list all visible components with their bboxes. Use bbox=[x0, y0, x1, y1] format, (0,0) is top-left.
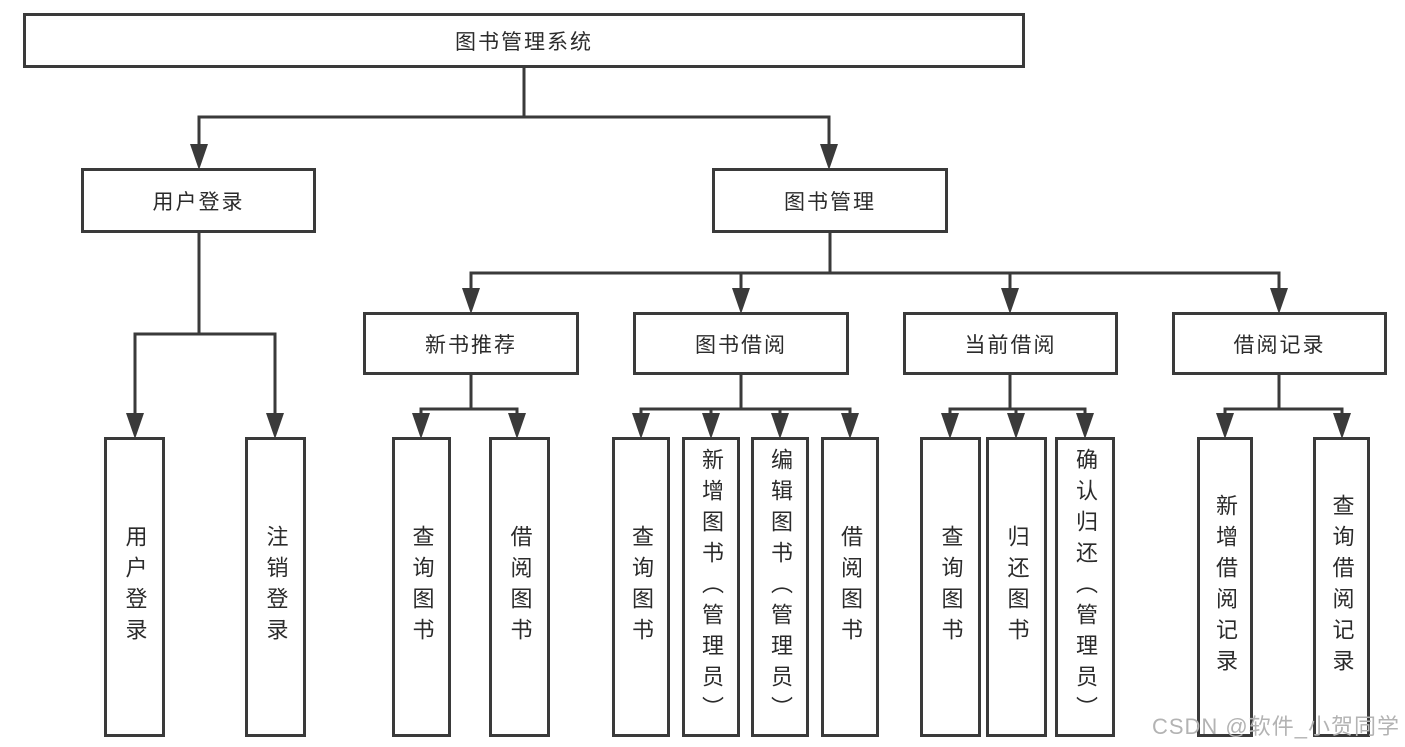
leaf-logout: 注销登录 bbox=[245, 437, 306, 737]
node-label: 新增借阅记录 bbox=[1213, 494, 1238, 680]
leaf-edit-books-admin: 编辑图书（管理员） bbox=[751, 437, 809, 737]
node-label: 归还图书 bbox=[1004, 525, 1030, 649]
arrowhead-icon bbox=[126, 413, 144, 439]
leaf-confirm-return-admin: 确认归还（管理员） bbox=[1055, 437, 1115, 737]
arrowhead-icon bbox=[841, 413, 859, 439]
arrowhead-icon bbox=[508, 413, 526, 439]
leaf-borrow-books-recommend: 借阅图书 bbox=[489, 437, 550, 737]
arrowhead-icon bbox=[1076, 413, 1094, 439]
node-label: 查询图书 bbox=[629, 525, 654, 649]
arrowhead-icon bbox=[732, 288, 750, 314]
leaf-add-books-admin: 新增图书（管理员） bbox=[682, 437, 740, 737]
leaf-return-books: 归还图书 bbox=[986, 437, 1047, 737]
arrowhead-icon bbox=[1333, 413, 1351, 439]
node-label: 确认归还（管理员） bbox=[1073, 447, 1098, 727]
arrowhead-icon bbox=[1007, 413, 1025, 439]
node-label: 借阅记录 bbox=[1233, 333, 1326, 357]
leaf-query-books-recommend: 查询图书 bbox=[392, 437, 451, 737]
node-borrow-records: 借阅记录 bbox=[1172, 312, 1387, 375]
edge-root-to-level2 bbox=[190, 68, 838, 170]
node-label: 图书借阅 bbox=[695, 333, 787, 357]
node-user-login: 用户登录 bbox=[81, 168, 316, 233]
edge-current-borrow-children bbox=[941, 375, 1094, 439]
arrowhead-icon bbox=[820, 144, 838, 170]
edge-book-mgmt-to-level3 bbox=[462, 233, 1288, 314]
csdn-watermark: CSDN @软件_小贺同学 bbox=[1151, 714, 1400, 739]
node-label: 编辑图书（管理员） bbox=[768, 447, 793, 727]
leaf-borrow-books: 借阅图书 bbox=[821, 437, 879, 737]
leaf-query-books-borrow: 查询图书 bbox=[612, 437, 670, 737]
node-label: 用户登录 bbox=[152, 190, 245, 214]
arrowhead-icon bbox=[941, 413, 959, 439]
arrowhead-icon bbox=[1001, 288, 1019, 314]
edge-borrow-record-children bbox=[1216, 375, 1351, 439]
edge-user-login-children bbox=[126, 233, 284, 439]
node-label: 用户登录 bbox=[122, 525, 148, 649]
node-label: 查询借阅记录 bbox=[1329, 494, 1355, 680]
leaf-add-borrow-record: 新增借阅记录 bbox=[1197, 437, 1253, 737]
node-new-book-recommend: 新书推荐 bbox=[363, 312, 579, 375]
node-root: 图书管理系统 bbox=[23, 13, 1025, 68]
edge-book-borrow-children bbox=[632, 375, 859, 439]
node-book-borrow: 图书借阅 bbox=[633, 312, 849, 375]
node-label: 图书管理系统 bbox=[455, 30, 593, 54]
arrowhead-icon bbox=[462, 288, 480, 314]
node-current-borrow: 当前借阅 bbox=[903, 312, 1118, 375]
arrowhead-icon bbox=[702, 413, 720, 439]
arrowhead-icon bbox=[412, 413, 430, 439]
edge-new-book-children bbox=[412, 375, 526, 439]
arrowhead-icon bbox=[632, 413, 650, 439]
node-label: 注销登录 bbox=[263, 525, 289, 649]
arrowhead-icon bbox=[1216, 413, 1234, 439]
node-label: 新书推荐 bbox=[425, 333, 517, 357]
node-label: 当前借阅 bbox=[964, 333, 1057, 357]
node-label: 新增图书（管理员） bbox=[699, 447, 724, 727]
arrowhead-icon bbox=[266, 413, 284, 439]
leaf-query-borrow-record: 查询借阅记录 bbox=[1313, 437, 1370, 737]
node-label: 图书管理 bbox=[784, 190, 876, 214]
node-book-management: 图书管理 bbox=[712, 168, 948, 233]
node-label: 借阅图书 bbox=[507, 525, 533, 649]
arrowhead-icon bbox=[771, 413, 789, 439]
node-label: 借阅图书 bbox=[838, 525, 863, 649]
leaf-query-books-current: 查询图书 bbox=[920, 437, 981, 737]
node-label: 查询图书 bbox=[409, 525, 435, 649]
arrowhead-icon bbox=[1270, 288, 1288, 314]
leaf-user-login: 用户登录 bbox=[104, 437, 165, 737]
node-label: 查询图书 bbox=[938, 525, 964, 649]
arrowhead-icon bbox=[190, 144, 208, 170]
